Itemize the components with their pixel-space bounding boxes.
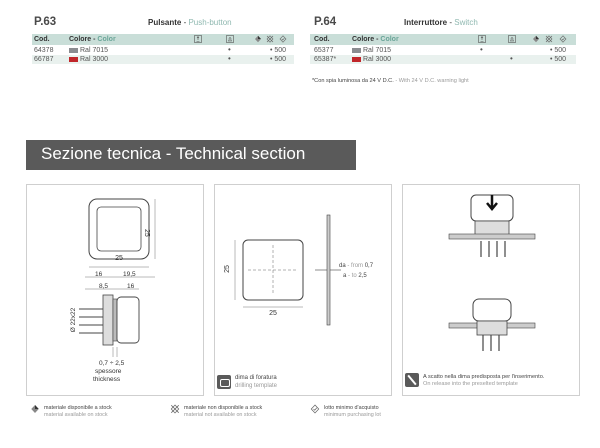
table-row: 65387* Ral 3000 • • 500 [310,54,576,64]
thickness-en-label: thickness [93,376,121,383]
stock-not-available-icon [266,35,274,43]
dim-height-label: 25 [224,265,231,273]
range-from-label: da - from 0,7 [339,263,374,269]
section-title: Sezione tecnica - Technical section [41,144,306,163]
finger-press-icon [478,35,486,43]
color-swatch [69,47,78,53]
footnote: *Con spia luminosa da 24 V D.C. - With 2… [312,78,469,84]
mounting-caption-en: On release into the preselted template [423,381,518,387]
minimum-lot-icon [310,404,320,414]
row-mark: • [480,45,483,54]
color-swatch [352,47,361,53]
minimum-lot-icon [559,35,567,43]
legend-nostock-it: materiale non disponibile a stock [184,405,263,411]
legend-nostock-en: material not available on stock [184,412,257,418]
technical-drawing-panel-mounting: A scatto nella dima predisposta per l'in… [402,184,580,396]
dim-diameter-label: Ø 22x22 [70,307,77,332]
row-color: Ral 3000 [69,56,108,63]
stock-not-available-icon [170,404,180,414]
stock-not-available-icon [545,35,553,43]
mounting-caption-it: A scatto nella dima predisposta per l'in… [423,374,545,380]
row-color: Ral 7015 [69,47,108,54]
dimensions-drawing: 25 25 16 19,5 8,5 16 Ø 22x22 0,7 ÷ 2,5 s… [70,198,156,383]
dim-16b-label: 16 [127,283,135,290]
finger-press-icon [194,35,202,43]
dim-16-label: 16 [95,271,103,278]
color-swatch [69,56,78,62]
column-header-color: Colore - Color [352,35,399,43]
technical-drawing-panel-drilling: 25 25 da - from 0,7 a - to 2,5 dima di f… [214,184,392,396]
table-header: Cod. Colore - Color [310,34,576,45]
drilling-caption-en: drilling template [235,383,278,389]
row-qty: • 500 [270,47,287,54]
drilling-template-icon [217,375,231,389]
color-swatch [352,56,361,62]
section-title-band: Sezione tecnica - Technical section [26,140,356,170]
dim-width-label: 25 [269,310,277,317]
column-header-cod: Cod. [34,35,50,43]
technical-drawing-panel-dimensions: 25 25 16 19,5 8,5 16 Ø 22x22 0,7 ÷ 2,5 s… [26,184,204,396]
column-header-cod: Cod. [314,35,330,43]
row-qty: • 500 [550,56,567,63]
mounting-drawing [448,194,536,351]
row-mark: • [228,54,231,63]
release-mount-icon [405,373,419,387]
column-header-color: Colore - Color [69,35,116,43]
product-code-title: P.63 [34,16,57,28]
product-title: Interruttore - Switch [404,18,478,27]
legend-stock-it: materiale disponibile a stock [44,405,112,411]
row-mark: • [228,45,231,54]
dim-height-label: 25 [143,229,150,237]
row-color: Ral 7015 [352,47,391,54]
row-code: 65377 [314,47,334,54]
thickness-range-label: 0,7 ÷ 2,5 [99,360,125,367]
thickness-it-label: spessore [95,368,122,375]
legend-lot-it: lotto minimo d'acquisto [324,405,379,411]
legend: materiale disponibile a stock material a… [30,404,590,428]
product-code-title: P.64 [314,16,337,28]
product-title: Pulsante - Push-button [148,18,232,27]
bell-warning-icon [226,35,234,43]
row-code: 64378 [34,47,54,54]
drilling-template-drawing: 25 25 da - from 0,7 a - to 2,5 [224,214,374,326]
stock-available-icon [255,35,261,43]
table-row: 64378 Ral 7015 • • 500 [32,45,294,55]
product-block-p64: P.64 Interruttore - Switch Cod. Colore -… [310,14,576,94]
row-color: Ral 3000 [352,56,391,63]
table-row: 66787 Ral 3000 • • 500 [32,54,294,64]
stock-available-icon [533,35,539,43]
legend-stock-en: material available on stock [44,412,108,418]
row-qty: • 500 [270,56,287,63]
drilling-caption-it: dima di foratura [235,375,277,381]
dim-width-label: 25 [115,255,123,262]
table-header: Cod. Colore - Color [32,34,294,45]
product-block-p63: P.63 Pulsante - Push-button Cod. Colore … [32,14,294,69]
dim-8-5-label: 8,5 [99,283,108,290]
legend-lot-en: minimum purchasing lot [324,412,381,418]
row-code: 66787 [34,56,54,63]
row-qty: • 500 [550,47,567,54]
range-to-label: a - to 2,5 [343,273,367,279]
row-mark: • [510,54,513,63]
dim-19-5-label: 19,5 [123,271,136,278]
minimum-lot-icon [279,35,287,43]
row-code: 65387* [314,56,337,63]
bell-warning-icon [508,35,516,43]
stock-available-icon [31,405,39,413]
table-row: 65377 Ral 7015 • • 500 [310,45,576,55]
